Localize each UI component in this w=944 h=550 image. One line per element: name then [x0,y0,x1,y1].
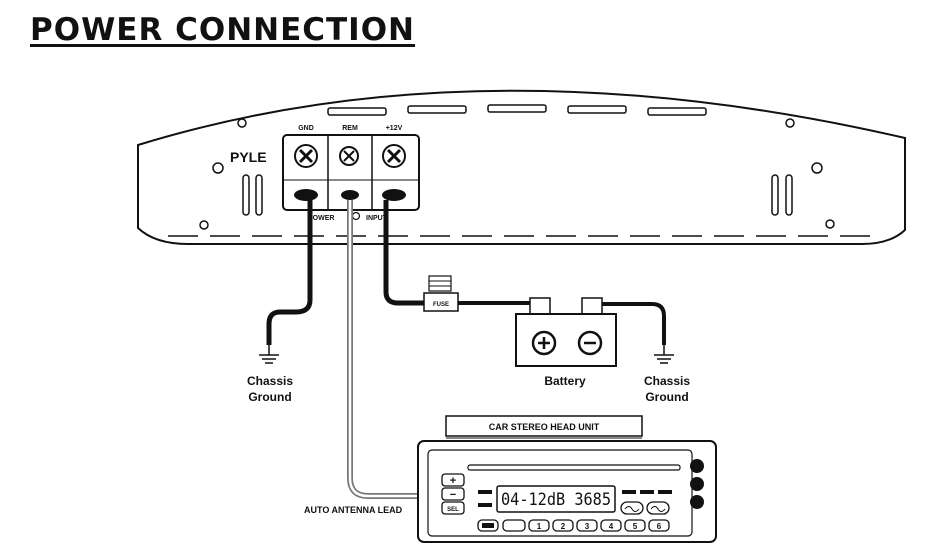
preset-label-3: 3 [585,522,590,531]
wave-button[interactable] [620,501,644,515]
terminal-screws [294,144,406,168]
power-label: POWER [308,215,334,222]
mode-button[interactable] [502,519,526,532]
plus-button-label: + [450,475,456,487]
vent-slots [327,104,707,116]
preset-label-1: 1 [537,522,542,531]
preset-button-4[interactable] [600,519,622,532]
mounting-holes [199,118,835,230]
antenna-lead-label: AUTO ANTENNA LEAD [304,505,403,515]
ground-wire-left [266,200,313,345]
ground-left-label-line2: Ground [248,390,291,404]
preset-label-4: 4 [609,522,614,531]
ground-right-label-line2: Ground [645,390,688,404]
knob-icon[interactable] [690,477,704,491]
head-unit-title: CAR STEREO HEAD UNIT [489,422,600,432]
lcd-display [496,485,616,513]
preset-label-6: 6 [657,522,662,531]
page-title: POWER CONNECTION [30,12,416,48]
preset-buttons: 1 2 3 4 5 6 [528,519,670,532]
battery-label: Battery [544,374,586,388]
cd-slot [467,464,681,471]
head-unit: + − SEL 04-12dB 3685 1 2 3 4 [417,440,717,543]
terminal-label-gnd: GND [298,125,314,132]
ground-symbol-icon [259,345,279,364]
battery: Battery [515,297,617,388]
ground-left-label-line1: Chassis [247,374,293,388]
minus-button-label: − [450,489,456,501]
knob-icon[interactable] [690,459,704,473]
fuse-to-battery-wire [458,297,542,305]
pyle-logo: PYLE [230,149,267,165]
fuse-label: FUSE [433,302,449,308]
minus-button[interactable] [441,487,465,501]
sel-button-label: SEL [447,507,459,513]
power-wire [383,200,424,306]
amplifier-body [137,89,906,245]
terminal-label-12v: +12V [386,125,403,132]
fuse: FUSE [423,275,459,312]
amplifier: PYLE GND REM +12V POWER INPUT [137,89,906,245]
input-label: INPUT [366,215,388,222]
preset-button-2[interactable] [552,519,574,532]
preset-button-5[interactable] [624,519,646,532]
side-vents [242,174,793,216]
terminal-sockets [294,189,406,201]
ground-right-label-line1: Chassis [644,374,690,388]
preset-label-5: 5 [633,522,638,531]
lcd-text: 04-12dB 3685 [501,490,611,510]
head-unit-title-box: CAR STEREO HEAD UNIT [445,415,643,439]
preset-button-1[interactable] [528,519,550,532]
preset-label-2: 2 [561,522,566,531]
plus-button[interactable] [441,473,465,487]
preset-button-6[interactable] [648,519,670,532]
power-led [351,211,361,221]
terminal-label-rem: REM [342,125,358,132]
ground-symbol-icon [654,345,674,364]
wave-button[interactable] [646,501,670,515]
sel-button[interactable] [441,501,465,515]
knob-icon[interactable] [690,495,704,509]
preset-button-3[interactable] [576,519,598,532]
